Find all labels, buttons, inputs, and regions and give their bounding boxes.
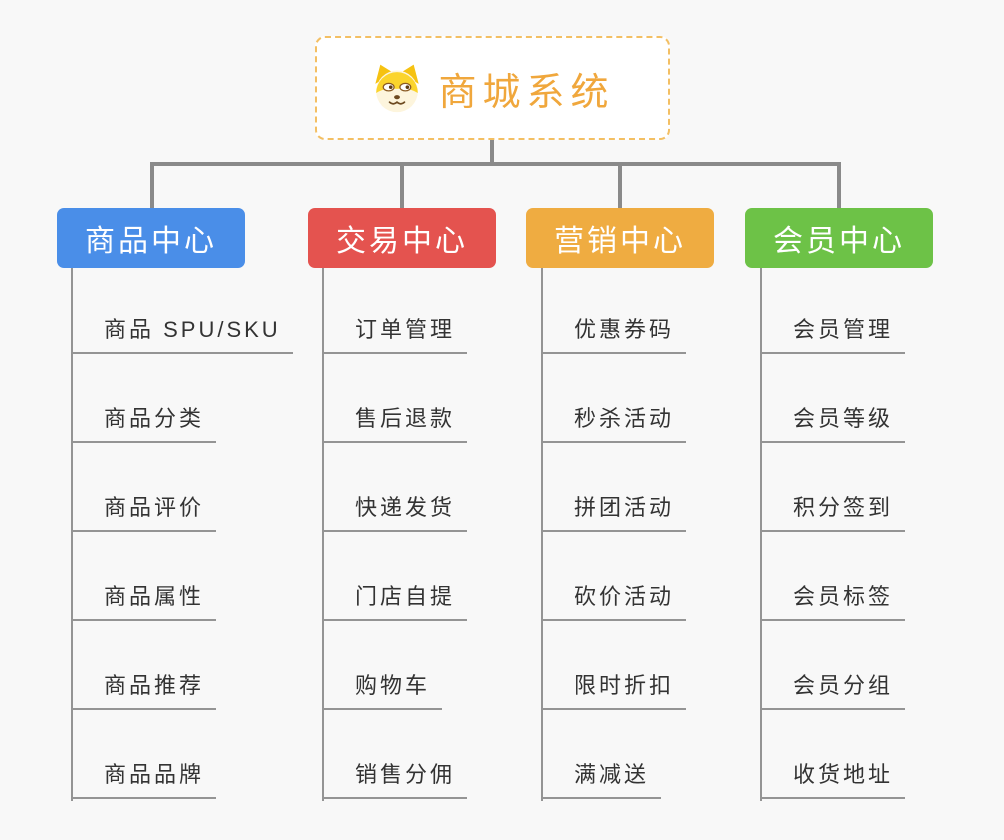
connector-drop-member [837, 162, 841, 210]
leaf-node[interactable]: 商品分类 [71, 405, 217, 443]
leaf-node[interactable]: 商品 SPU/SKU [71, 316, 293, 354]
leaf-node[interactable]: 秒杀活动 [541, 405, 687, 443]
leaf-node[interactable]: 会员分组 [760, 672, 906, 710]
leaf-node[interactable]: 优惠券码 [541, 316, 687, 354]
branch-header-marketing[interactable]: 营销中心 [526, 208, 714, 268]
branch-spine-member [760, 268, 762, 801]
leaf-node[interactable]: 拼团活动 [541, 494, 687, 532]
leaf-node[interactable]: 售后退款 [322, 405, 468, 443]
connector-drop-trade [400, 162, 404, 210]
branch-header-label: 交易中心 [336, 225, 468, 258]
branch-spine-product [71, 268, 73, 801]
connector-drop-product [150, 162, 154, 210]
branch-spine-marketing [541, 268, 543, 801]
leaf-node[interactable]: 会员管理 [760, 316, 906, 354]
branch-spine-trade [322, 268, 324, 801]
leaf-node[interactable]: 商品属性 [71, 583, 217, 621]
leaf-node[interactable]: 购物车 [322, 672, 443, 710]
branch-header-member[interactable]: 会员中心 [745, 208, 933, 268]
leaf-node[interactable]: 收货地址 [760, 761, 906, 799]
branch-header-trade[interactable]: 交易中心 [308, 208, 496, 268]
leaf-node[interactable]: 快递发货 [322, 494, 468, 532]
leaf-node[interactable]: 积分签到 [760, 494, 906, 532]
leaf-node[interactable]: 会员标签 [760, 583, 906, 621]
connector-drop-marketing [618, 162, 622, 210]
leaf-node[interactable]: 门店自提 [322, 583, 468, 621]
leaf-node[interactable]: 会员等级 [760, 405, 906, 443]
root-node[interactable]: 商城系统 [315, 36, 670, 140]
connector-root-drop [490, 138, 494, 166]
branch-header-label: 商品中心 [85, 225, 217, 258]
branch-header-label: 营销中心 [554, 225, 686, 258]
root-title: 商城系统 [438, 71, 615, 114]
dog-face-icon [375, 64, 420, 113]
leaf-node[interactable]: 订单管理 [322, 316, 468, 354]
leaf-node[interactable]: 砍价活动 [541, 583, 687, 621]
leaf-node[interactable]: 商品推荐 [71, 672, 217, 710]
leaf-node[interactable]: 销售分佣 [322, 761, 468, 799]
branch-header-label: 会员中心 [773, 225, 905, 258]
connector-bus [150, 162, 841, 166]
leaf-node[interactable]: 限时折扣 [541, 672, 687, 710]
leaf-node[interactable]: 商品评价 [71, 494, 217, 532]
leaf-node[interactable]: 满减送 [541, 761, 662, 799]
branch-header-product[interactable]: 商品中心 [57, 208, 245, 268]
leaf-node[interactable]: 商品品牌 [71, 761, 217, 799]
